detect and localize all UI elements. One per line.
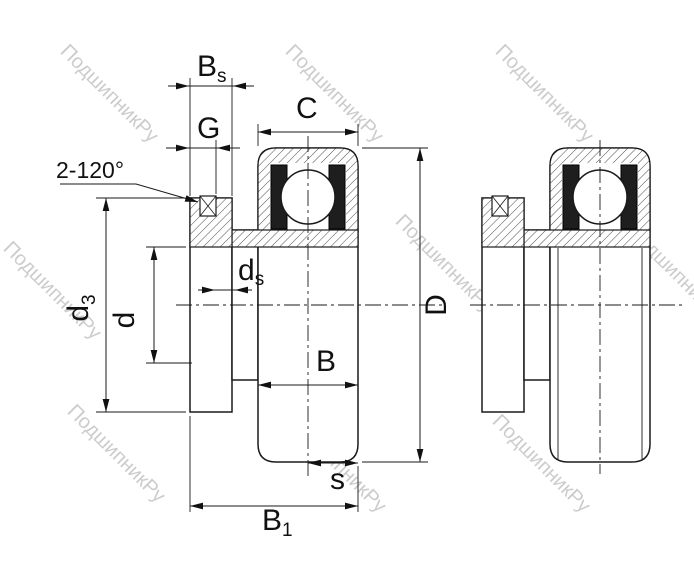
dim-label-b1: B1 [262, 504, 293, 541]
dimension-lines [60, 82, 424, 510]
dimension-labels: Bs C G 2-120° d3 d ds D B s B1 [56, 50, 453, 541]
dim-label-d: d [108, 312, 141, 329]
dim-label-d3: d3 [62, 294, 100, 321]
dim-label-D: D [420, 294, 453, 316]
watermark-text: ПодшипникРу [56, 40, 163, 147]
watermark-text: ПодшипникРу [63, 400, 170, 507]
dim-label-ds: ds [238, 254, 264, 290]
dim-label-s: s [330, 463, 345, 496]
watermark-text: ПодшипникРу [491, 40, 598, 147]
watermark-text: ПодшипникРу [0, 237, 106, 344]
dim-label-b: B [316, 345, 336, 378]
leader-screw-note [60, 183, 199, 203]
dim-label-bs: Bs [197, 50, 227, 87]
screw-note-label: 2-120° [56, 157, 124, 183]
dim-label-g: G [197, 112, 220, 145]
dim-label-c: C [296, 92, 318, 125]
